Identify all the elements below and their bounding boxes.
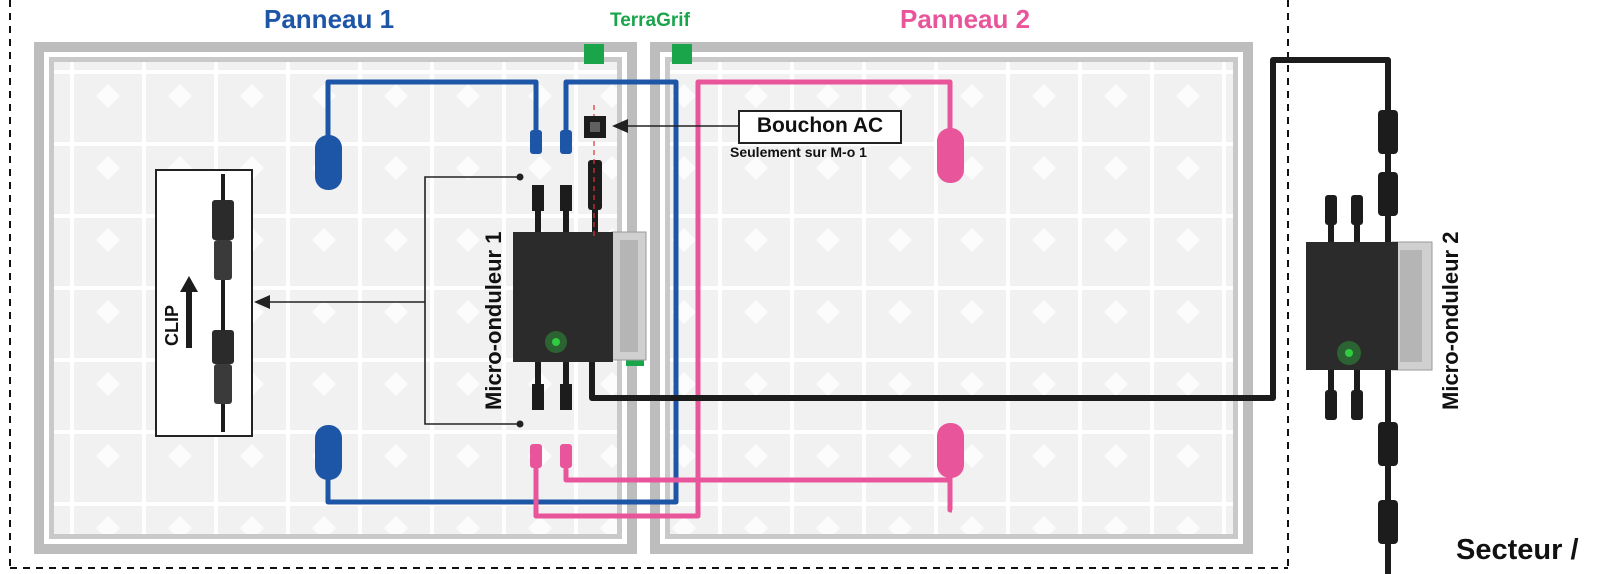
ac-cap xyxy=(584,116,606,138)
clip-bracket-arrow xyxy=(268,176,520,425)
panel-1-connector-bottom xyxy=(315,425,342,480)
terragrif-clip-1 xyxy=(584,44,604,64)
panel-1-connector-top xyxy=(315,135,342,190)
micro-inverter-1-label: Micro-onduleur 1 xyxy=(481,231,506,410)
ac-cap-label-box: Bouchon AC xyxy=(738,110,902,144)
clip-label: CLIP xyxy=(162,304,182,346)
panel-1-cables xyxy=(325,79,679,505)
panel-1-title: Panneau 1 xyxy=(264,4,395,34)
panel-2-connector-bottom xyxy=(937,423,964,478)
panel-2-title: Panneau 2 xyxy=(900,4,1031,34)
micro-inverter-2 xyxy=(1306,110,1433,574)
clip-inset xyxy=(155,169,253,437)
ac-cap-note: Seulement sur M-o 1 xyxy=(730,144,867,160)
micro-inverter-1 xyxy=(513,160,647,410)
terragrif-clip-2 xyxy=(672,44,692,64)
mains-label: Secteur / xyxy=(1456,534,1579,566)
panel-2-connector-top xyxy=(937,128,964,183)
ac-trunk-cable xyxy=(589,57,1391,401)
enclosure-border xyxy=(9,0,1289,569)
micro-inverter-2-label: Micro-onduleur 2 xyxy=(1438,231,1463,410)
terragrif-label: TerraGrif xyxy=(610,10,690,31)
ac-cap-label: Bouchon AC xyxy=(756,114,884,137)
ac-cap-arrow xyxy=(612,119,738,133)
